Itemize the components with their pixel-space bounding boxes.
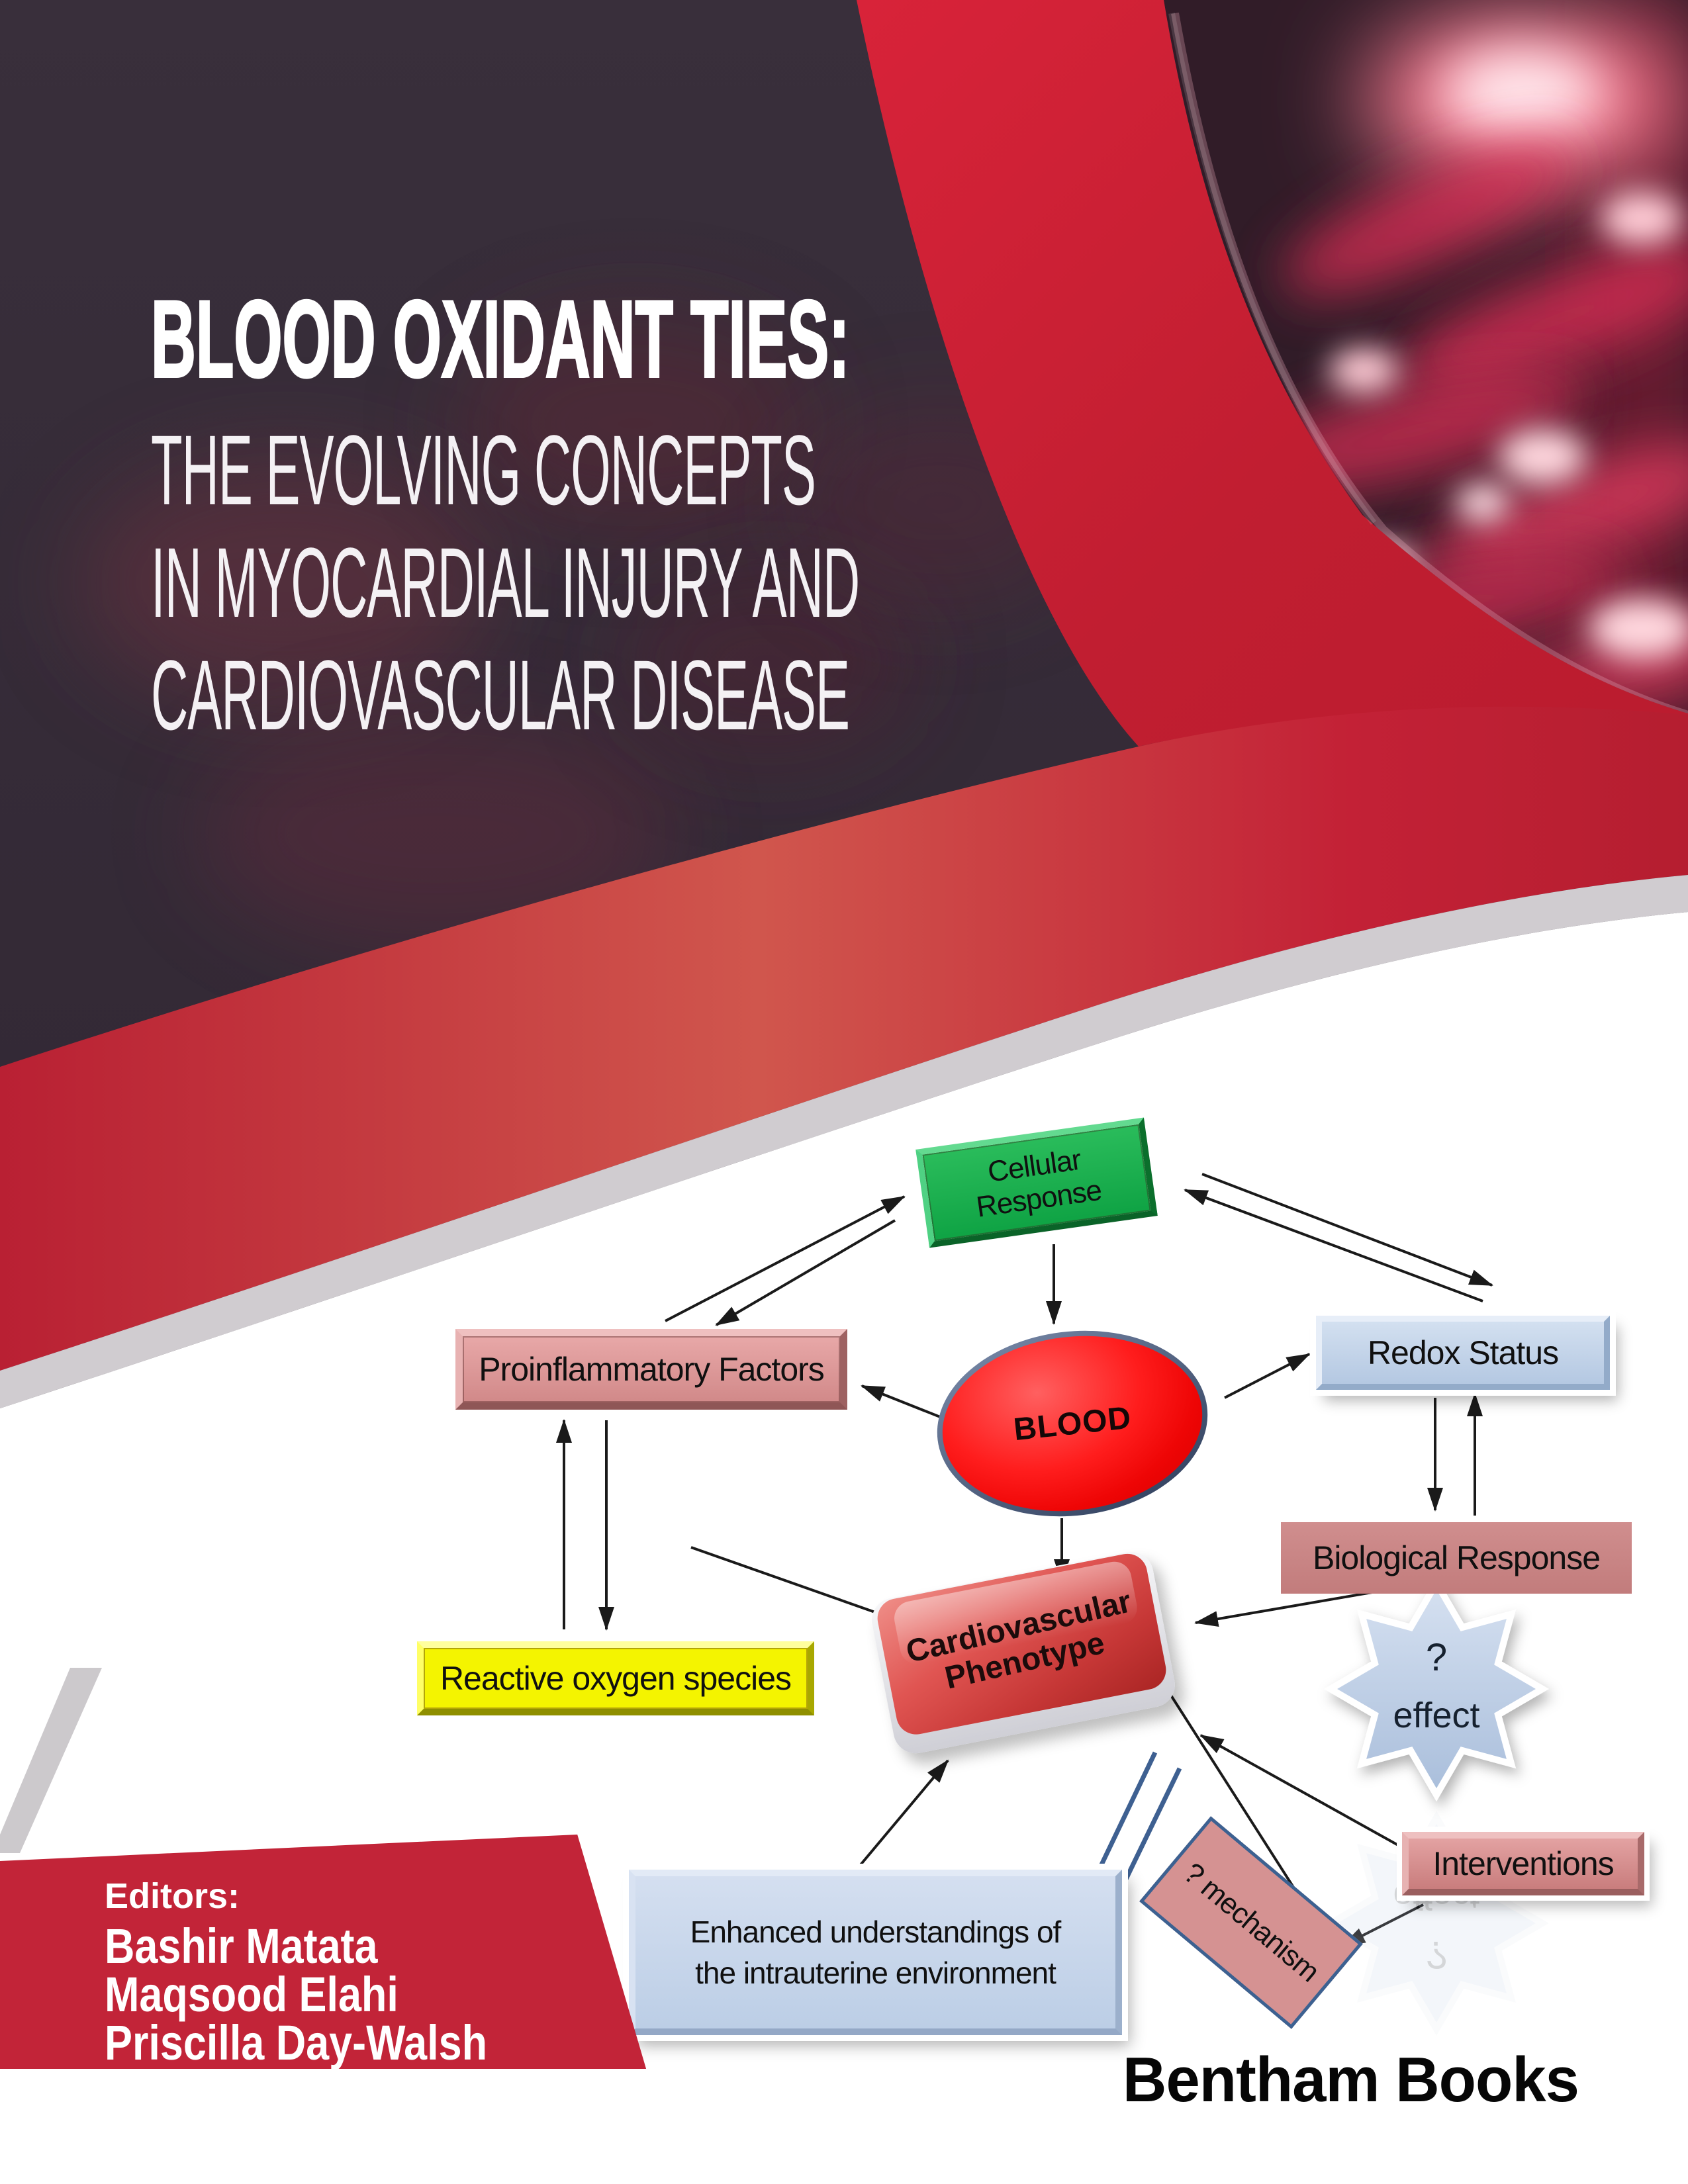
- caduceus-photo: [1164, 0, 1688, 713]
- editor-name-1: Bashir Matata: [105, 1919, 378, 1974]
- node-enhanced-line1: Enhanced understandings of: [690, 1915, 1062, 1949]
- editor-name-3: Priscilla Day-Walsh: [105, 2015, 487, 2070]
- node-cellular-response-label: Cellular Response: [974, 1143, 1103, 1224]
- photo-edge-highlight: [1171, 12, 1688, 719]
- node-interventions: Interventions: [1402, 1832, 1644, 1895]
- node-reactive-oxygen-species: Reactive oxygen species: [417, 1641, 814, 1715]
- background-fog: [79, 318, 1086, 946]
- node-blood-label: BLOOD: [1011, 1400, 1133, 1447]
- editors-panel: Editors: Bashir Matata Maqsood Elahi Pri…: [0, 1834, 647, 2070]
- red-ribbon: [857, 0, 1688, 747]
- node-redox-status: Redox Status: [1316, 1316, 1610, 1390]
- node-enhanced-understanding: Enhanced understandings of the intrauter…: [629, 1870, 1122, 2035]
- editors-heading: Editors:: [105, 1876, 240, 1916]
- node-biological-response: Biological Response: [1281, 1522, 1632, 1594]
- publisher-logo-text: Bentham Books: [1122, 2044, 1579, 2115]
- node-redox-status-label: Redox Status: [1367, 1334, 1559, 1371]
- gray-edge-stripe: [0, 875, 1688, 1408]
- node-biological-response-label: Biological Response: [1312, 1539, 1601, 1576]
- editor-name-2: Maqsood Elahi: [105, 1967, 399, 2022]
- red-swoosh-band: [0, 705, 1688, 1371]
- gray-sliver: [0, 1668, 102, 1853]
- page-title-line: BLOOD OXIDANT TIES:: [150, 277, 1513, 413]
- book-subtitle-line-1: THE EVOLVING CONCEPTS: [151, 414, 816, 525]
- title-block: BLOOD OXIDANT TIES: THE EVOLVING CONCEPT…: [150, 277, 1513, 751]
- book-subtitle-line-2: IN MYOCARDIAL INJURY AND: [151, 527, 860, 638]
- node-proinflammatory-factors: Proinflammatory Factors: [455, 1329, 847, 1410]
- node-proinflammatory-factors-label: Proinflammatory Factors: [479, 1351, 825, 1388]
- book-title: BLOOD OXIDANT TIES:: [150, 277, 851, 401]
- node-interventions-label: Interventions: [1432, 1845, 1614, 1882]
- book-subtitle-line-3: CARDIOVASCULAR DISEASE: [151, 639, 850, 751]
- node-reactive-oxygen-species-label: Reactive oxygen species: [440, 1660, 792, 1697]
- node-enhanced-line2: the intrauterine environment: [695, 1956, 1056, 1990]
- ribbon-sheen: [1168, 13, 1376, 525]
